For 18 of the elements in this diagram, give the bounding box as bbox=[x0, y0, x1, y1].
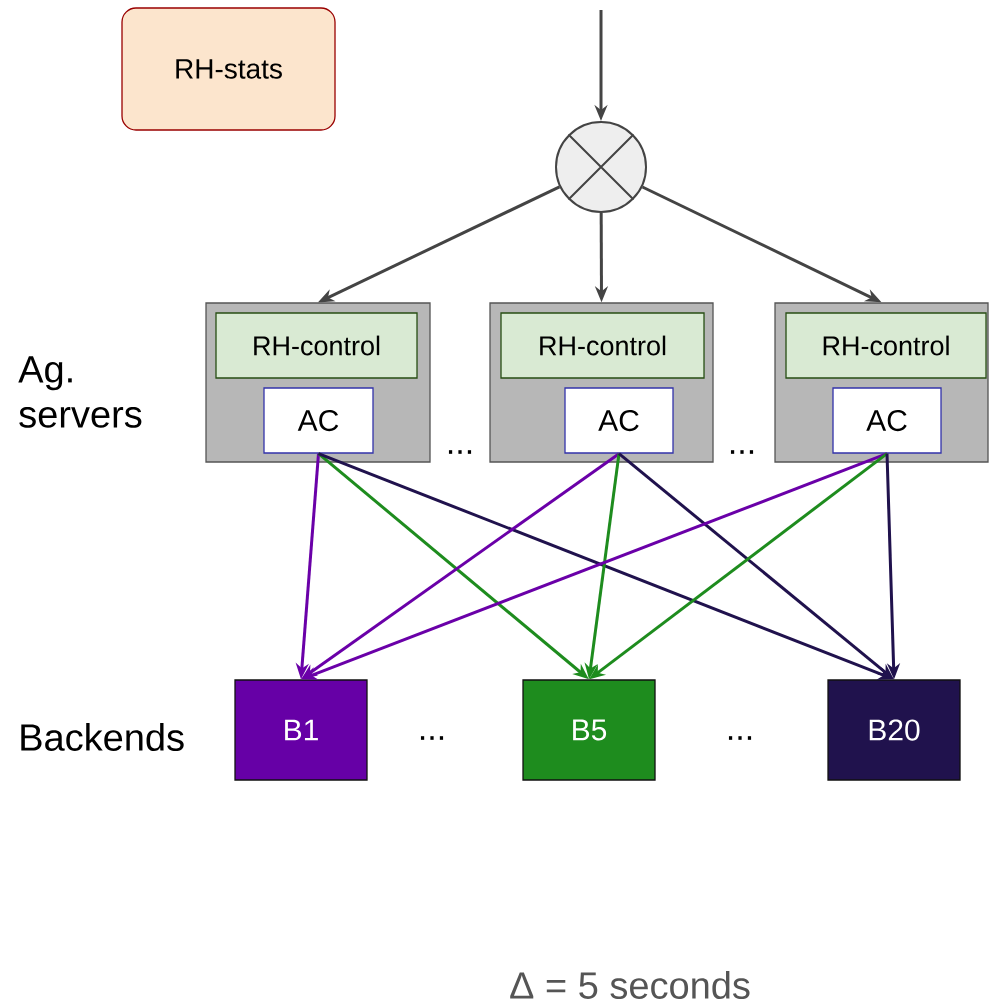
control-box: RH-control bbox=[500, 312, 705, 379]
control-box: RH-control bbox=[215, 312, 418, 379]
label: Backends bbox=[21, 723, 184, 751]
backend-box: B20 bbox=[827, 679, 961, 781]
ac-box: AC bbox=[564, 387, 674, 454]
mixer-circle bbox=[555, 121, 647, 213]
label: ... bbox=[730, 450, 754, 454]
control-box: RH-control bbox=[785, 312, 987, 379]
label: Ag. servers bbox=[18, 356, 142, 428]
label: ... bbox=[728, 736, 752, 740]
ac-box: AC bbox=[263, 387, 374, 454]
backend-box: B1 bbox=[234, 679, 368, 781]
label: Δ = 5 seconds bbox=[510, 971, 750, 999]
backend-box: B5 bbox=[522, 679, 656, 781]
label: ... bbox=[420, 736, 444, 740]
stats-box: RH-stats bbox=[121, 7, 336, 131]
label: ... bbox=[448, 450, 472, 454]
ac-box: AC bbox=[832, 387, 942, 454]
